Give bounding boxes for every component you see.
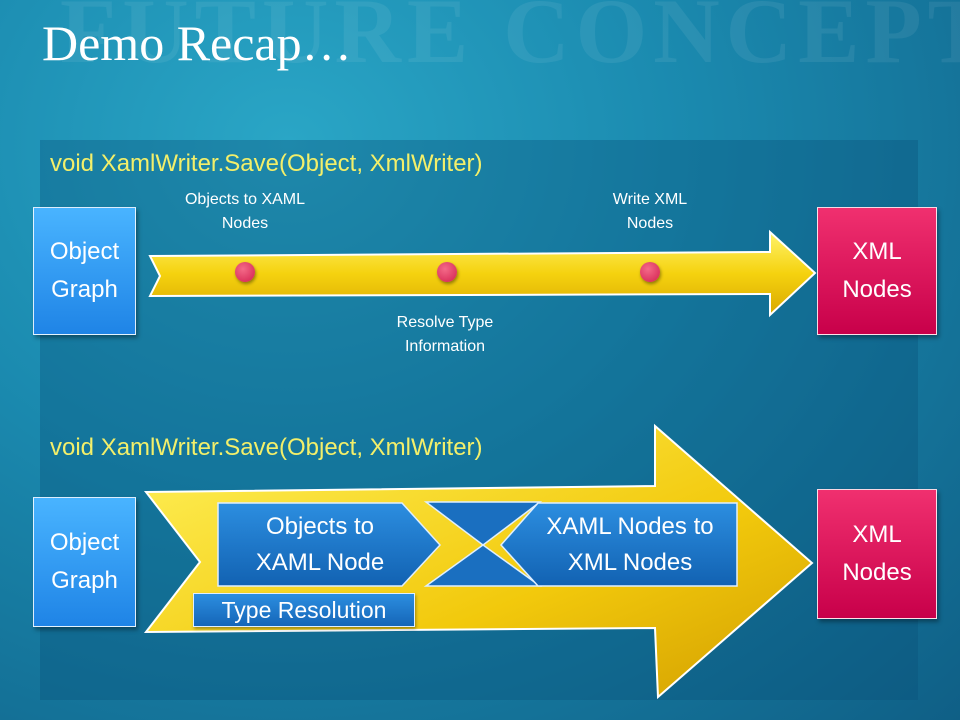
- chevron-shape-2: [499, 502, 738, 587]
- step3-line1: Write XML: [612, 191, 688, 208]
- chevron1-line1: Objects to: [265, 513, 375, 540]
- step2-line2: Information: [404, 338, 486, 355]
- type-resolution-box: Type Resolution: [193, 593, 415, 627]
- step2-line1: Resolve Type: [396, 314, 494, 331]
- step-dot-1: [235, 262, 255, 282]
- bottom-source-line2: Graph: [51, 567, 118, 594]
- chevron1-line2: XAML Node: [255, 549, 385, 576]
- chevron-label-1: Objects to XAML Node: [220, 505, 420, 585]
- step-label-1: Objects to XAML Nodes: [150, 188, 340, 236]
- chevron-label-2: XAML Nodes to XML Nodes: [525, 505, 735, 585]
- step3-line2: Nodes: [626, 215, 674, 232]
- step-label-2: Resolve Type Information: [355, 311, 535, 359]
- top-xml-nodes-box: XML Nodes: [817, 207, 937, 335]
- bottom-source-line1: Object: [49, 529, 120, 556]
- bottom-target-line1: XML: [852, 521, 902, 548]
- top-signature: void XamlWriter.Save(Object, XmlWriter): [50, 150, 483, 177]
- step-dot-3: [640, 262, 660, 282]
- chevron-shape-1: [217, 502, 442, 587]
- step-dot-2: [437, 262, 457, 282]
- slide-title: Demo Recap…: [42, 15, 352, 71]
- top-target-line2: Nodes: [842, 276, 912, 303]
- top-source-line1: Object: [49, 238, 120, 265]
- top-target-line1: XML: [852, 238, 902, 265]
- top-process-arrow: [148, 229, 817, 318]
- step1-line1: Objects to XAML: [184, 191, 306, 208]
- bottom-target-line2: Nodes: [842, 559, 912, 586]
- watermark-text: FUTURE CONCEPT: [60, 0, 960, 82]
- bottom-xml-nodes-box: XML Nodes: [817, 489, 937, 619]
- bottom-signature: void XamlWriter.Save(Object, XmlWriter): [50, 434, 483, 461]
- chevron2-line2: XML Nodes: [567, 549, 693, 576]
- top-source-line2: Graph: [51, 276, 118, 303]
- step-label-3: Write XML Nodes: [570, 188, 730, 236]
- chevron2-line1: XAML Nodes to: [546, 513, 714, 540]
- step1-line2: Nodes: [221, 215, 269, 232]
